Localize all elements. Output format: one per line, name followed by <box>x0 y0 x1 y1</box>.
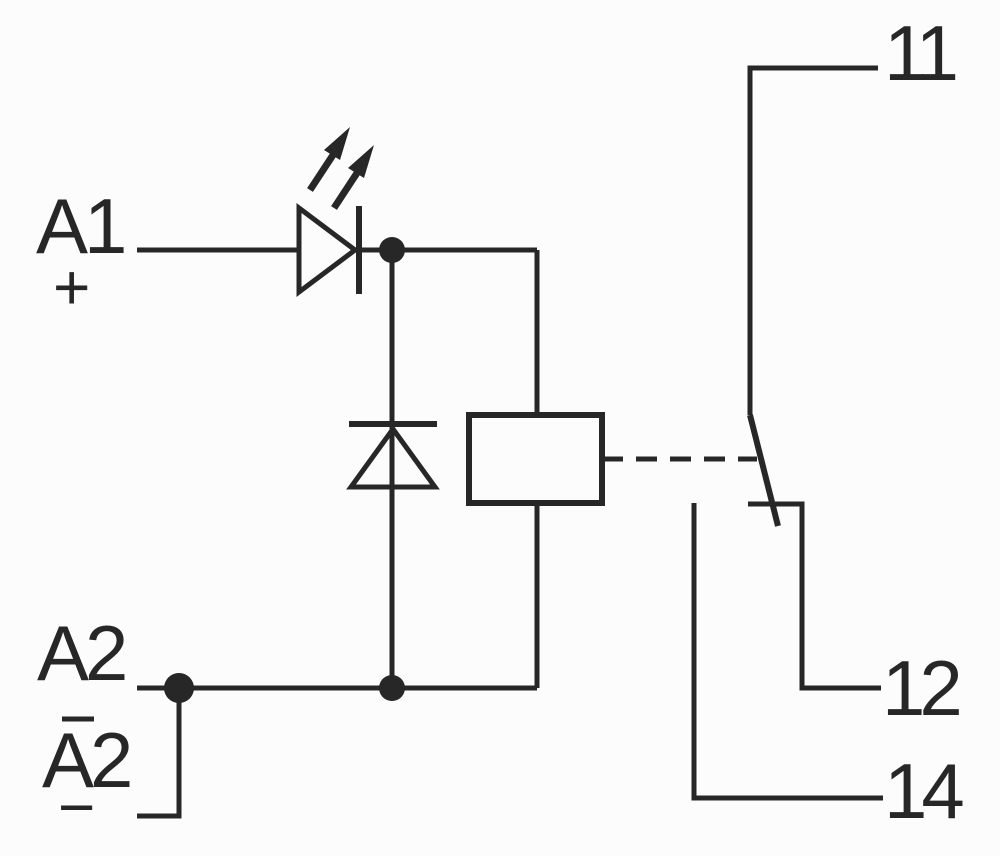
terminal-11-wire <box>747 65 878 415</box>
terminal-a1-label: A1 <box>36 182 124 270</box>
led-icon <box>296 203 362 297</box>
terminal-12-wire <box>748 501 881 691</box>
led-triangle <box>296 203 360 297</box>
terminal-a2-inverted-label: A2 <box>42 716 130 804</box>
a2-minus-label: − <box>58 771 95 843</box>
junction-dot <box>379 675 405 701</box>
freewheel-diode-icon <box>346 421 440 490</box>
changeover-contact-lever <box>747 414 781 527</box>
a2-terminal-dot <box>164 673 194 703</box>
a1-plus-label: + <box>53 251 90 323</box>
relay-coil <box>466 412 605 506</box>
terminal-14-label: 14 <box>884 747 963 835</box>
terminal-14-wire <box>691 503 883 801</box>
a2-jumper-wire <box>137 688 182 819</box>
led-light-arrows-icon <box>307 127 374 210</box>
terminal-11-label: 11 <box>884 9 956 97</box>
diode-triangle <box>346 424 440 490</box>
terminal-12-label: 12 <box>882 644 959 732</box>
junction-dot <box>379 237 405 263</box>
terminal-a2-label: A2 <box>37 609 125 697</box>
